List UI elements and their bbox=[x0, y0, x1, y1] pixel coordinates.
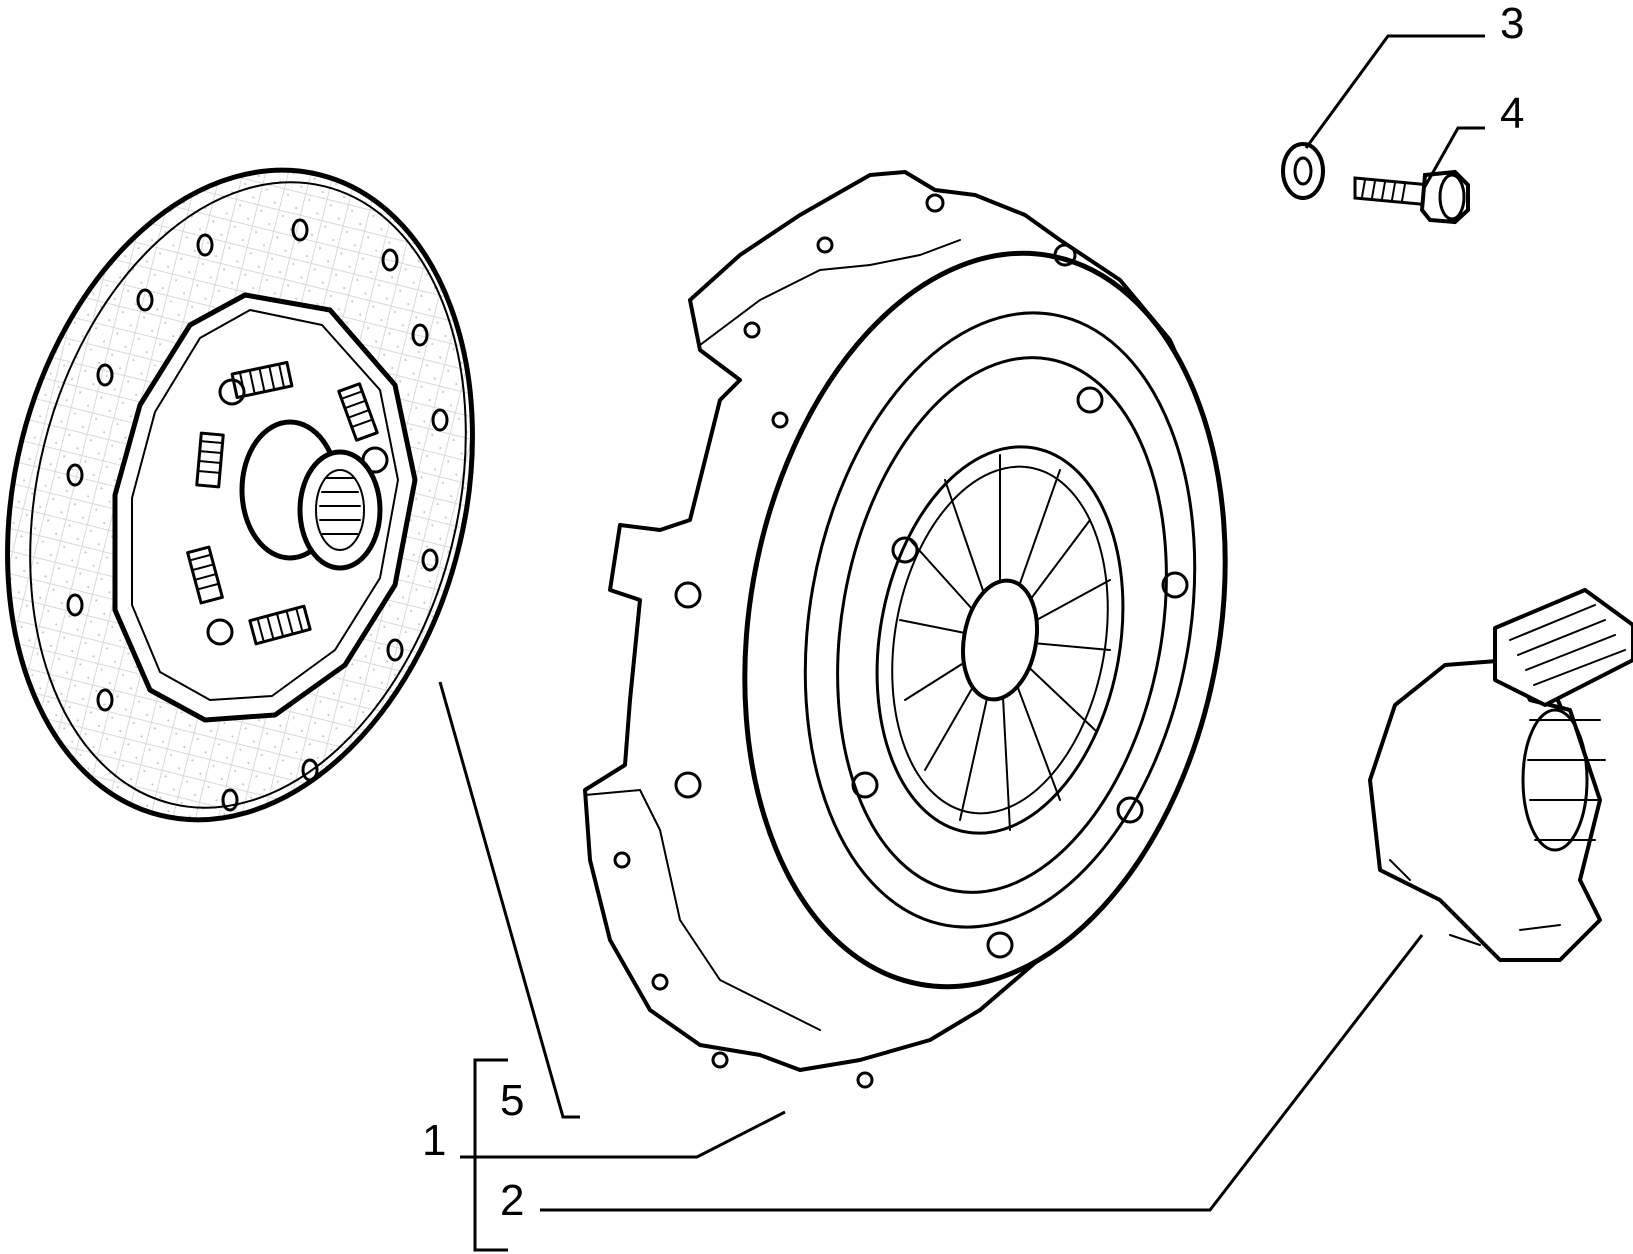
leader-lines bbox=[438, 34, 1485, 1252]
damper-springs bbox=[186, 360, 379, 646]
callout-2: 2 bbox=[500, 1176, 524, 1225]
bolt bbox=[1353, 169, 1470, 225]
callout-3: 3 bbox=[1500, 0, 1524, 48]
callout-1: 1 bbox=[422, 1116, 446, 1165]
cover-rivets bbox=[613, 193, 1189, 1089]
callout-4: 4 bbox=[1500, 89, 1524, 138]
pressure-plate bbox=[583, 170, 1228, 1089]
facing-rivets bbox=[66, 218, 449, 812]
washer bbox=[1281, 142, 1325, 200]
clutch-disc bbox=[5, 167, 475, 823]
callout-labels: 3 4 5 1 2 bbox=[422, 0, 1524, 1225]
release-bearing bbox=[1368, 588, 1633, 962]
splined-hub bbox=[239, 419, 383, 571]
callout-5: 5 bbox=[500, 1076, 524, 1125]
bearing-fork-pad bbox=[1493, 588, 1633, 707]
diaphragm-spring bbox=[875, 445, 1125, 835]
